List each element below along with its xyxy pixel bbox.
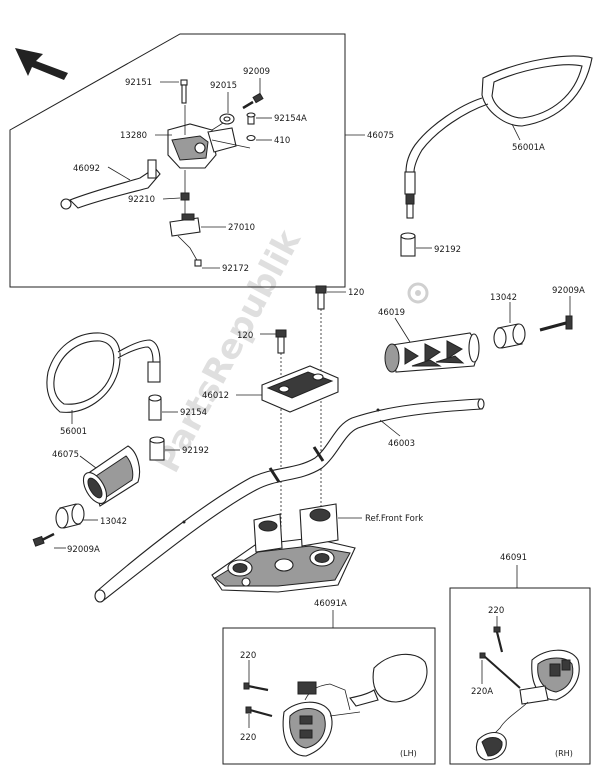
watermark-gear-icon xyxy=(407,282,429,304)
screw-92009 xyxy=(242,92,264,110)
left-grip-46075 xyxy=(82,445,141,507)
right-mirror-56001A xyxy=(404,55,593,219)
screw-92009A-left xyxy=(32,532,55,547)
label-lh: (LH) xyxy=(400,749,417,758)
label-rh: (RH) xyxy=(555,749,573,758)
label-46091: 46091 xyxy=(500,553,527,563)
label-92015: 92015 xyxy=(210,81,237,91)
part-92154 xyxy=(148,394,162,421)
label-92192-left: 92192 xyxy=(182,446,209,456)
label-120-mid: 120 xyxy=(237,331,253,341)
label-220-rh: 220 xyxy=(488,606,504,616)
nut-92192-right xyxy=(400,232,416,257)
label-ref-front-fork: Ref.Front Fork xyxy=(365,514,423,524)
label-92009A-left: 92009A xyxy=(67,545,100,555)
washer-92015 xyxy=(219,113,235,125)
label-220A: 220A xyxy=(471,687,493,697)
label-120-top: 120 xyxy=(348,288,364,298)
label-13042-right: 13042 xyxy=(490,293,517,303)
label-410: 410 xyxy=(274,136,290,146)
front-direction-arrow-icon xyxy=(15,48,68,80)
label-92009-top: 92009 xyxy=(243,67,270,77)
label-46003: 46003 xyxy=(388,439,415,449)
label-56001: 56001 xyxy=(60,427,87,437)
switch-27010 xyxy=(169,200,202,267)
label-46019: 46019 xyxy=(378,308,405,318)
label-220-lh-bottom: 220 xyxy=(240,733,256,743)
clutch-assembly-frame xyxy=(9,33,346,288)
bar-end-13042-right xyxy=(493,323,526,349)
label-92154A: 92154A xyxy=(274,114,307,124)
nut-92192-left xyxy=(149,436,165,461)
clutch-lever-46092 xyxy=(60,159,161,210)
leader-lines xyxy=(54,78,571,728)
bolt-120-top xyxy=(315,285,327,520)
clutch-lever-assembly-group xyxy=(9,33,365,288)
part-labels: 92151 92015 92009 92154A 410 13280 46075… xyxy=(52,67,585,758)
label-92009A-right: 92009A xyxy=(552,286,585,296)
part-410 xyxy=(246,134,256,142)
label-92192-right: 92192 xyxy=(434,245,461,255)
label-46012: 46012 xyxy=(202,391,229,401)
handlebar-46003 xyxy=(94,398,485,603)
bolt-92151 xyxy=(180,79,188,104)
label-46092: 46092 xyxy=(73,164,100,174)
label-27010: 27010 xyxy=(228,223,255,233)
lh-switch-group xyxy=(222,610,436,765)
nut-92210 xyxy=(180,170,190,201)
part-92154A xyxy=(246,112,256,125)
label-13042-left: 13042 xyxy=(100,517,127,527)
label-46091A: 46091A xyxy=(314,599,347,609)
label-92154: 92154 xyxy=(180,408,207,418)
label-92210: 92210 xyxy=(128,195,155,205)
label-220-lh-top: 220 xyxy=(240,651,256,661)
bar-end-13042-left xyxy=(55,503,85,529)
watermark: PartsRepublik xyxy=(148,222,429,479)
label-92172: 92172 xyxy=(222,264,249,274)
label-13280: 13280 xyxy=(120,131,147,141)
label-46075-left: 46075 xyxy=(52,450,79,460)
left-mirror-56001 xyxy=(46,332,161,413)
label-92151: 92151 xyxy=(125,78,152,88)
label-56001A: 56001A xyxy=(512,143,545,153)
watermark-text: PartsRepublik xyxy=(148,222,310,479)
handlebar-holder-46012 xyxy=(261,365,339,413)
throttle-grip-46019 xyxy=(384,332,480,373)
upper-triple-clamp xyxy=(211,503,362,593)
screw-92009A-right xyxy=(539,315,573,332)
lever-holder-13280 xyxy=(167,105,251,169)
rh-switch-group xyxy=(449,565,591,765)
rh-switch-frame xyxy=(449,587,591,765)
lh-switch-frame xyxy=(222,627,436,765)
label-46075-top: 46075 xyxy=(367,131,394,141)
